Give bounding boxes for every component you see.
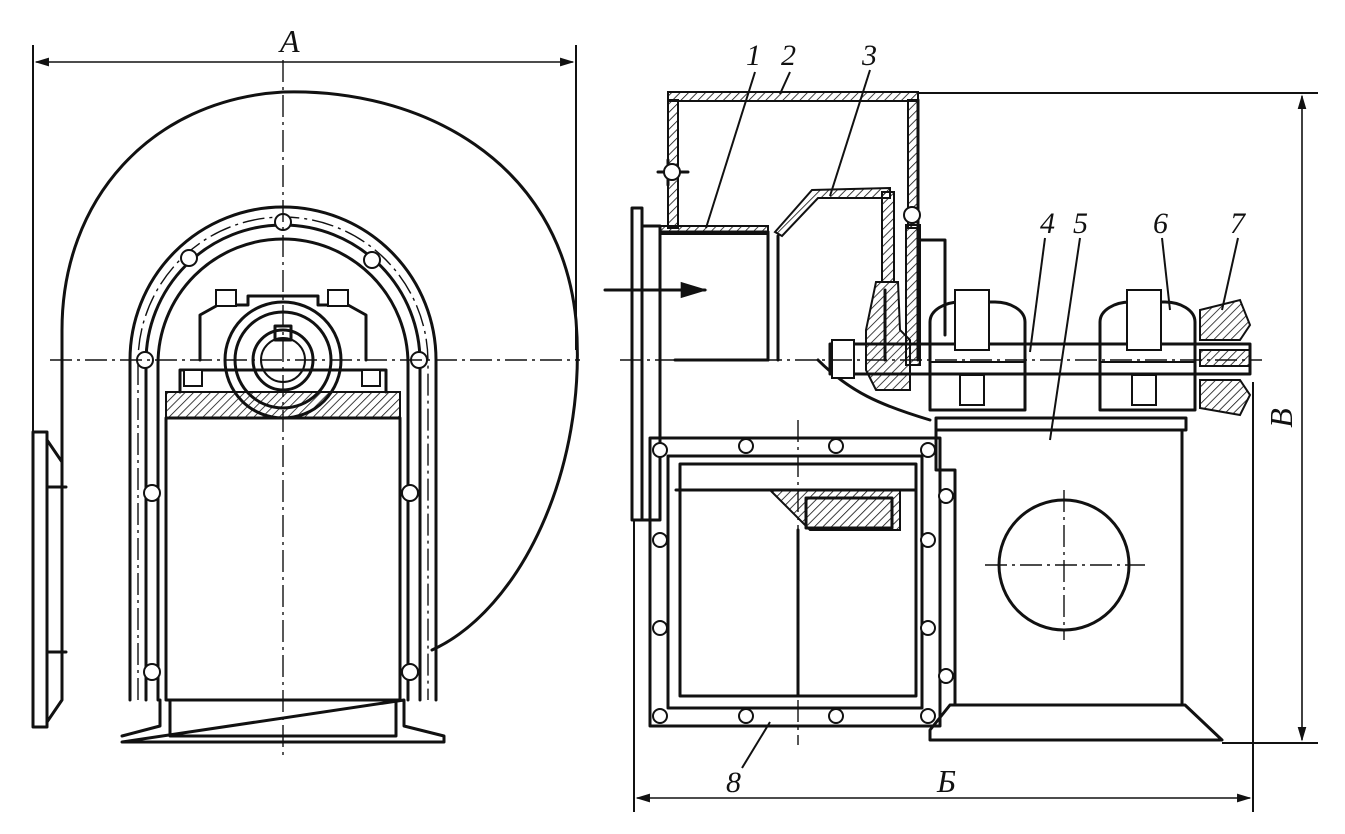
callouts: 1 2 3 4 5 6 7 8 xyxy=(705,39,1247,799)
callout-5: 5 xyxy=(1073,207,1088,240)
bearing-2 xyxy=(1098,289,1197,412)
callout-3: 3 xyxy=(861,39,877,72)
front-view: А xyxy=(31,23,580,760)
dimension-a-label: А xyxy=(278,23,300,59)
outlet-flange xyxy=(31,430,68,729)
pulley xyxy=(1199,298,1252,417)
shaft-assembly xyxy=(828,289,1252,417)
dimension-b: Б xyxy=(633,382,1254,812)
callout-2: 2 xyxy=(781,39,796,72)
dimension-b-label: Б xyxy=(936,763,956,799)
side-view: Б В 1 2 3 4 5 6 7 8 xyxy=(603,39,1318,812)
motor-stand xyxy=(928,416,1224,742)
volute-casing xyxy=(60,90,579,652)
callout-1: 1 xyxy=(746,39,761,72)
fan-casing xyxy=(656,91,947,366)
impeller xyxy=(773,186,932,422)
bearing-1 xyxy=(928,289,1027,412)
inlet-pipe xyxy=(603,206,770,522)
callout-7: 7 xyxy=(1230,207,1247,240)
outlet-frame xyxy=(648,436,954,728)
callout-4: 4 xyxy=(1040,207,1055,240)
dimension-v-label: В xyxy=(1263,408,1299,428)
callout-6: 6 xyxy=(1153,207,1168,240)
dimension-a: А xyxy=(32,23,577,440)
dimension-v: В xyxy=(918,92,1318,744)
callout-8: 8 xyxy=(726,766,741,799)
